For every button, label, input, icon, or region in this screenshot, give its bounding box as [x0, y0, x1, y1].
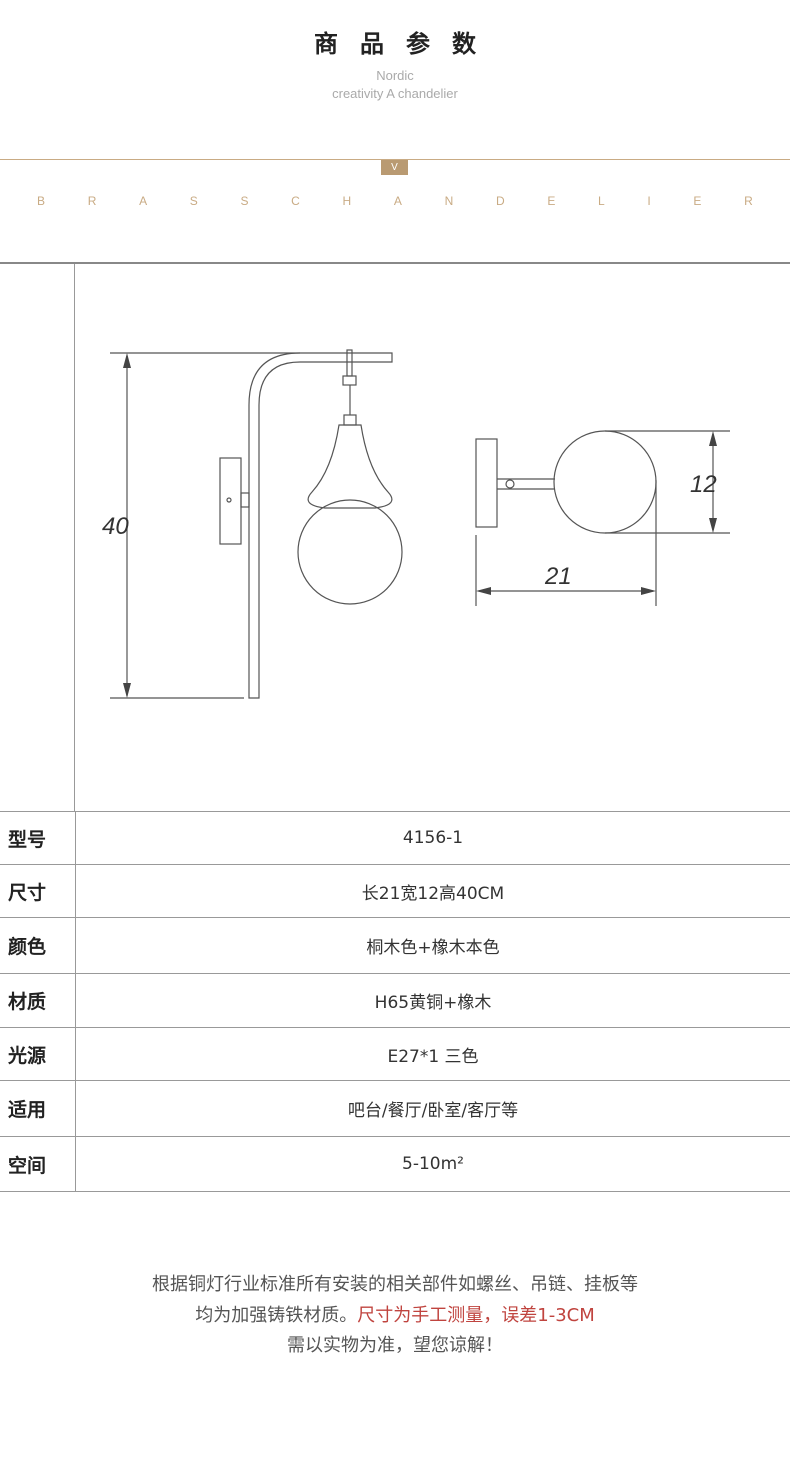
- depth-label: 12: [690, 471, 717, 498]
- width-label: 21: [544, 563, 572, 590]
- spec-row-light-source: 光源 E27*1 三色: [0, 1028, 790, 1081]
- spec-row-model: 型号 4156-1: [0, 812, 790, 865]
- spec-value: 长21宽12高40CM: [75, 865, 790, 917]
- spec-row-material: 材质 H65黄铜+橡木: [0, 974, 790, 1028]
- page-title: 商品参数: [314, 30, 498, 58]
- spec-label: 光源: [8, 1044, 47, 1067]
- brand-letter: S: [189, 194, 198, 208]
- column-divider: [74, 264, 75, 811]
- brand-letter: H: [342, 194, 352, 208]
- spec-label: 适用: [8, 1099, 47, 1121]
- brand-letter: N: [444, 194, 454, 208]
- brand-letter: D: [495, 194, 505, 208]
- brand-letter: E: [547, 194, 556, 208]
- brand-letter: C: [291, 194, 300, 208]
- measurement-warning: 尺寸为手工测量，误差1-3CM: [357, 1305, 595, 1326]
- brand-letter: R: [744, 194, 753, 208]
- brand-letter: S: [240, 194, 249, 208]
- subtitle-line-2: creativity A chandelier: [332, 86, 458, 101]
- brand-letter: E: [693, 194, 702, 208]
- subtitle-line-1: Nordic: [376, 68, 414, 83]
- spec-label: 空间: [8, 1154, 47, 1177]
- divider-rule: [0, 159, 790, 160]
- spec-label: 型号: [8, 828, 47, 851]
- lamp-dimension-diagram: 40 21 12: [102, 349, 730, 699]
- brand-letter: L: [598, 194, 605, 208]
- brand-letters: B R A S S C H A N D E L I E R: [37, 194, 753, 208]
- spec-label: 尺寸: [8, 881, 47, 904]
- note-line-3: 需以实物为准，望您谅解！: [287, 1335, 503, 1356]
- spec-value: 5-10m²: [75, 1137, 790, 1191]
- diagram-row: 40 21 12: [0, 264, 790, 812]
- brand-letter: I: [647, 194, 651, 208]
- note-line-2: 均为加强铸铁材质。尺寸为手工测量，误差1-3CM: [0, 1301, 790, 1327]
- spec-value: 4156-1: [75, 812, 790, 864]
- spec-label: 颜色: [8, 936, 47, 958]
- note-line-2-text: 均为加强铸铁材质。: [195, 1305, 358, 1326]
- spec-row-usage: 适用 吧台/餐厅/卧室/客厅等: [0, 1081, 790, 1137]
- brand-letter: B: [37, 194, 46, 208]
- height-label: 40: [102, 513, 129, 540]
- spec-label: 材质: [8, 991, 47, 1013]
- spec-row-space: 空间 5-10m²: [0, 1137, 790, 1192]
- brand-letter: A: [139, 194, 148, 208]
- spec-value: H65黄铜+橡木: [75, 974, 790, 1027]
- note-line-1: 根据铜灯行业标准所有安装的相关部件如螺丝、吊链、挂板等: [152, 1274, 638, 1295]
- spec-row-size: 尺寸 长21宽12高40CM: [0, 865, 790, 918]
- v-tag: V: [381, 160, 408, 175]
- brand-letter: A: [393, 194, 402, 208]
- brand-letter: R: [87, 194, 97, 208]
- spec-row-color: 颜色 桐木色+橡木本色: [0, 918, 790, 974]
- spec-value: 桐木色+橡木本色: [75, 918, 790, 973]
- spec-value: 吧台/餐厅/卧室/客厅等: [75, 1081, 790, 1136]
- spec-table: 40 21 12 型号 4156-1 尺寸 长21宽12高40CM 颜色 桐木色…: [0, 262, 790, 1192]
- spec-value: E27*1 三色: [75, 1028, 790, 1080]
